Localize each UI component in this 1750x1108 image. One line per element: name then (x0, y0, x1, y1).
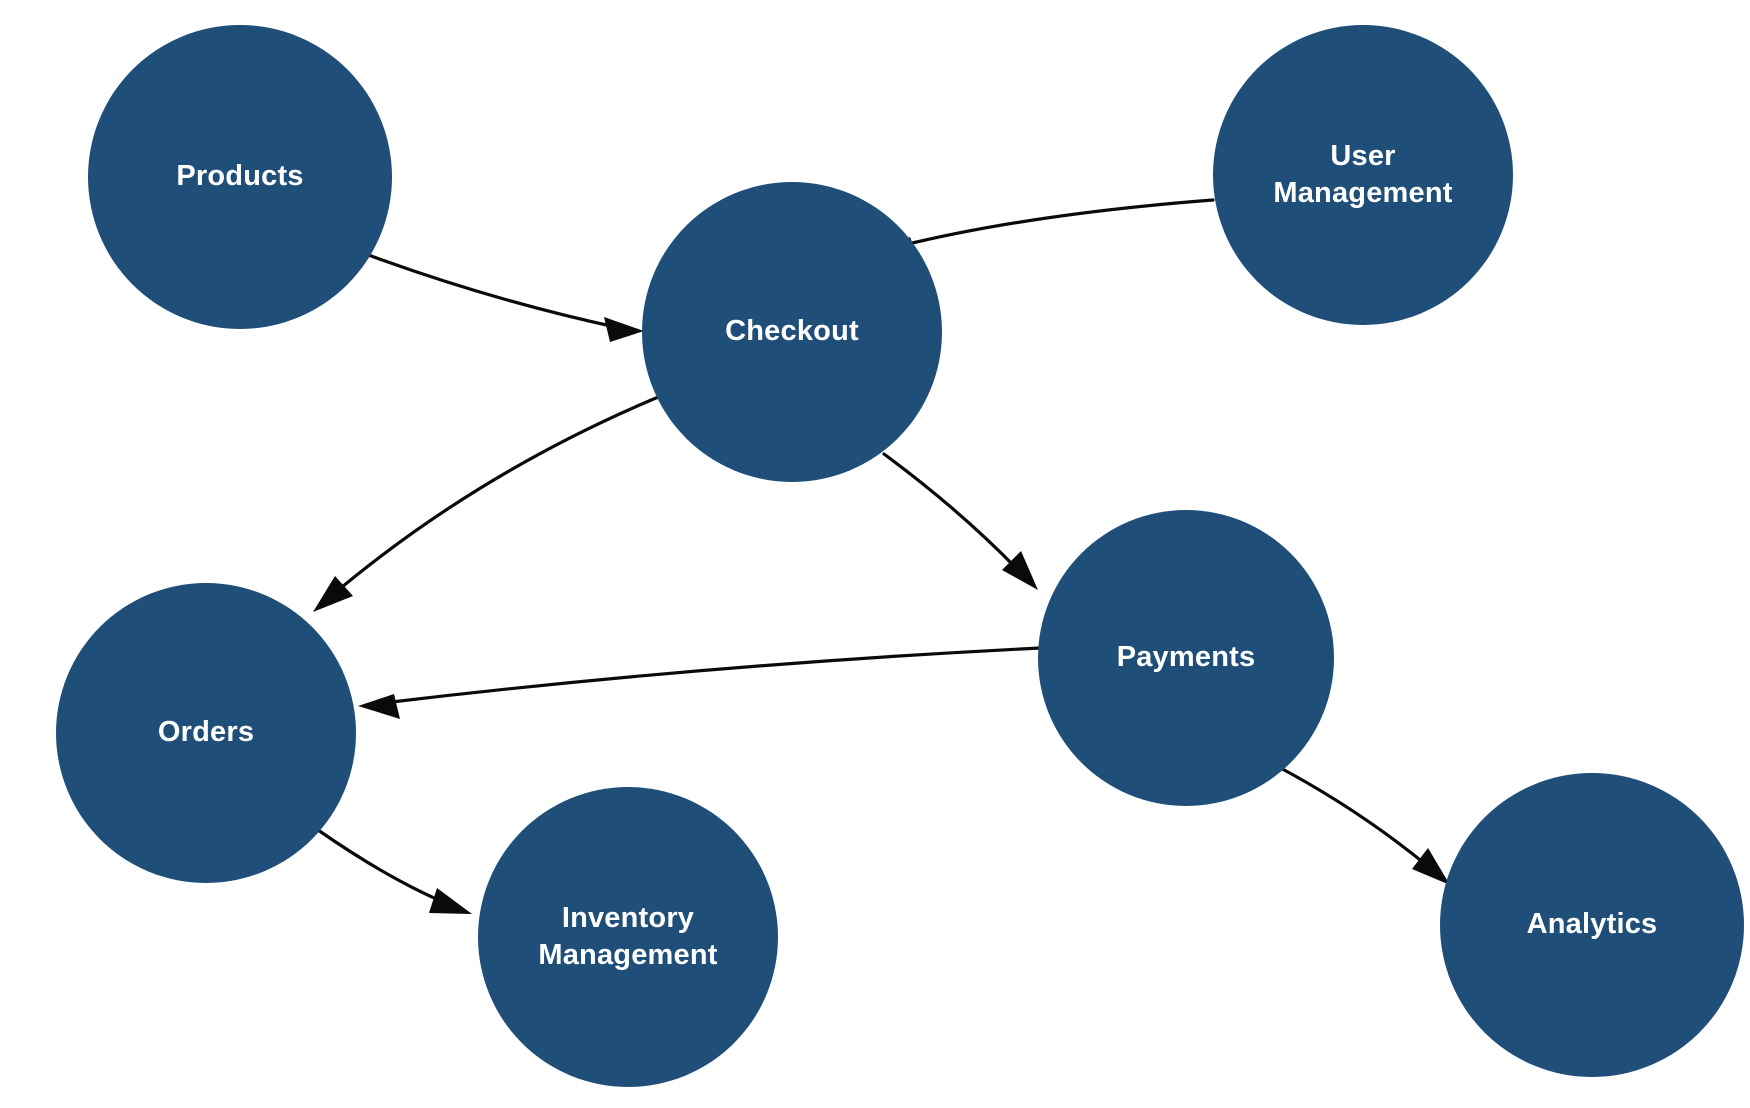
edge-line (882, 452, 1022, 574)
node-label: Inventory Management (538, 901, 718, 971)
arrowhead-icon (313, 576, 353, 612)
node-analytics[interactable]: Analytics (1440, 773, 1744, 1077)
edge-line (328, 391, 670, 599)
arrowhead-icon (1412, 848, 1450, 885)
arrowhead-icon (429, 888, 472, 914)
edge-line (361, 251, 622, 330)
node-checkout[interactable]: Checkout (642, 182, 942, 482)
node-user-management[interactable]: User Management (1213, 25, 1513, 325)
edge-line (316, 828, 450, 906)
node-label: Checkout (725, 315, 859, 348)
node-label: Payments (1116, 641, 1256, 674)
node-inventory-management[interactable]: Inventory Management (478, 787, 778, 1087)
arrowhead-icon (358, 694, 400, 719)
edge-products-to-checkout (361, 251, 644, 342)
edge-checkout-to-orders (313, 391, 670, 612)
edge-payments-to-orders (358, 646, 1042, 719)
node-label: Orders (157, 716, 255, 749)
node-label: Products (176, 160, 304, 193)
edge-usermanagement-to-checkout (878, 198, 1215, 262)
node-label: User Management (1273, 139, 1453, 209)
edge-line (898, 198, 1215, 248)
edge-checkout-to-payments (882, 452, 1038, 590)
node-orders[interactable]: Orders (56, 583, 356, 883)
edge-orders-to-inventory (316, 828, 472, 914)
edge-line (1273, 763, 1432, 870)
arrowhead-icon (604, 317, 644, 342)
edge-payments-to-analytics (1273, 763, 1450, 885)
node-products[interactable]: Products (88, 25, 392, 329)
node-payments[interactable]: Payments (1038, 510, 1334, 806)
node-label: Analytics (1526, 908, 1658, 941)
edge-line (381, 646, 1042, 705)
arrowhead-icon (1002, 551, 1038, 590)
